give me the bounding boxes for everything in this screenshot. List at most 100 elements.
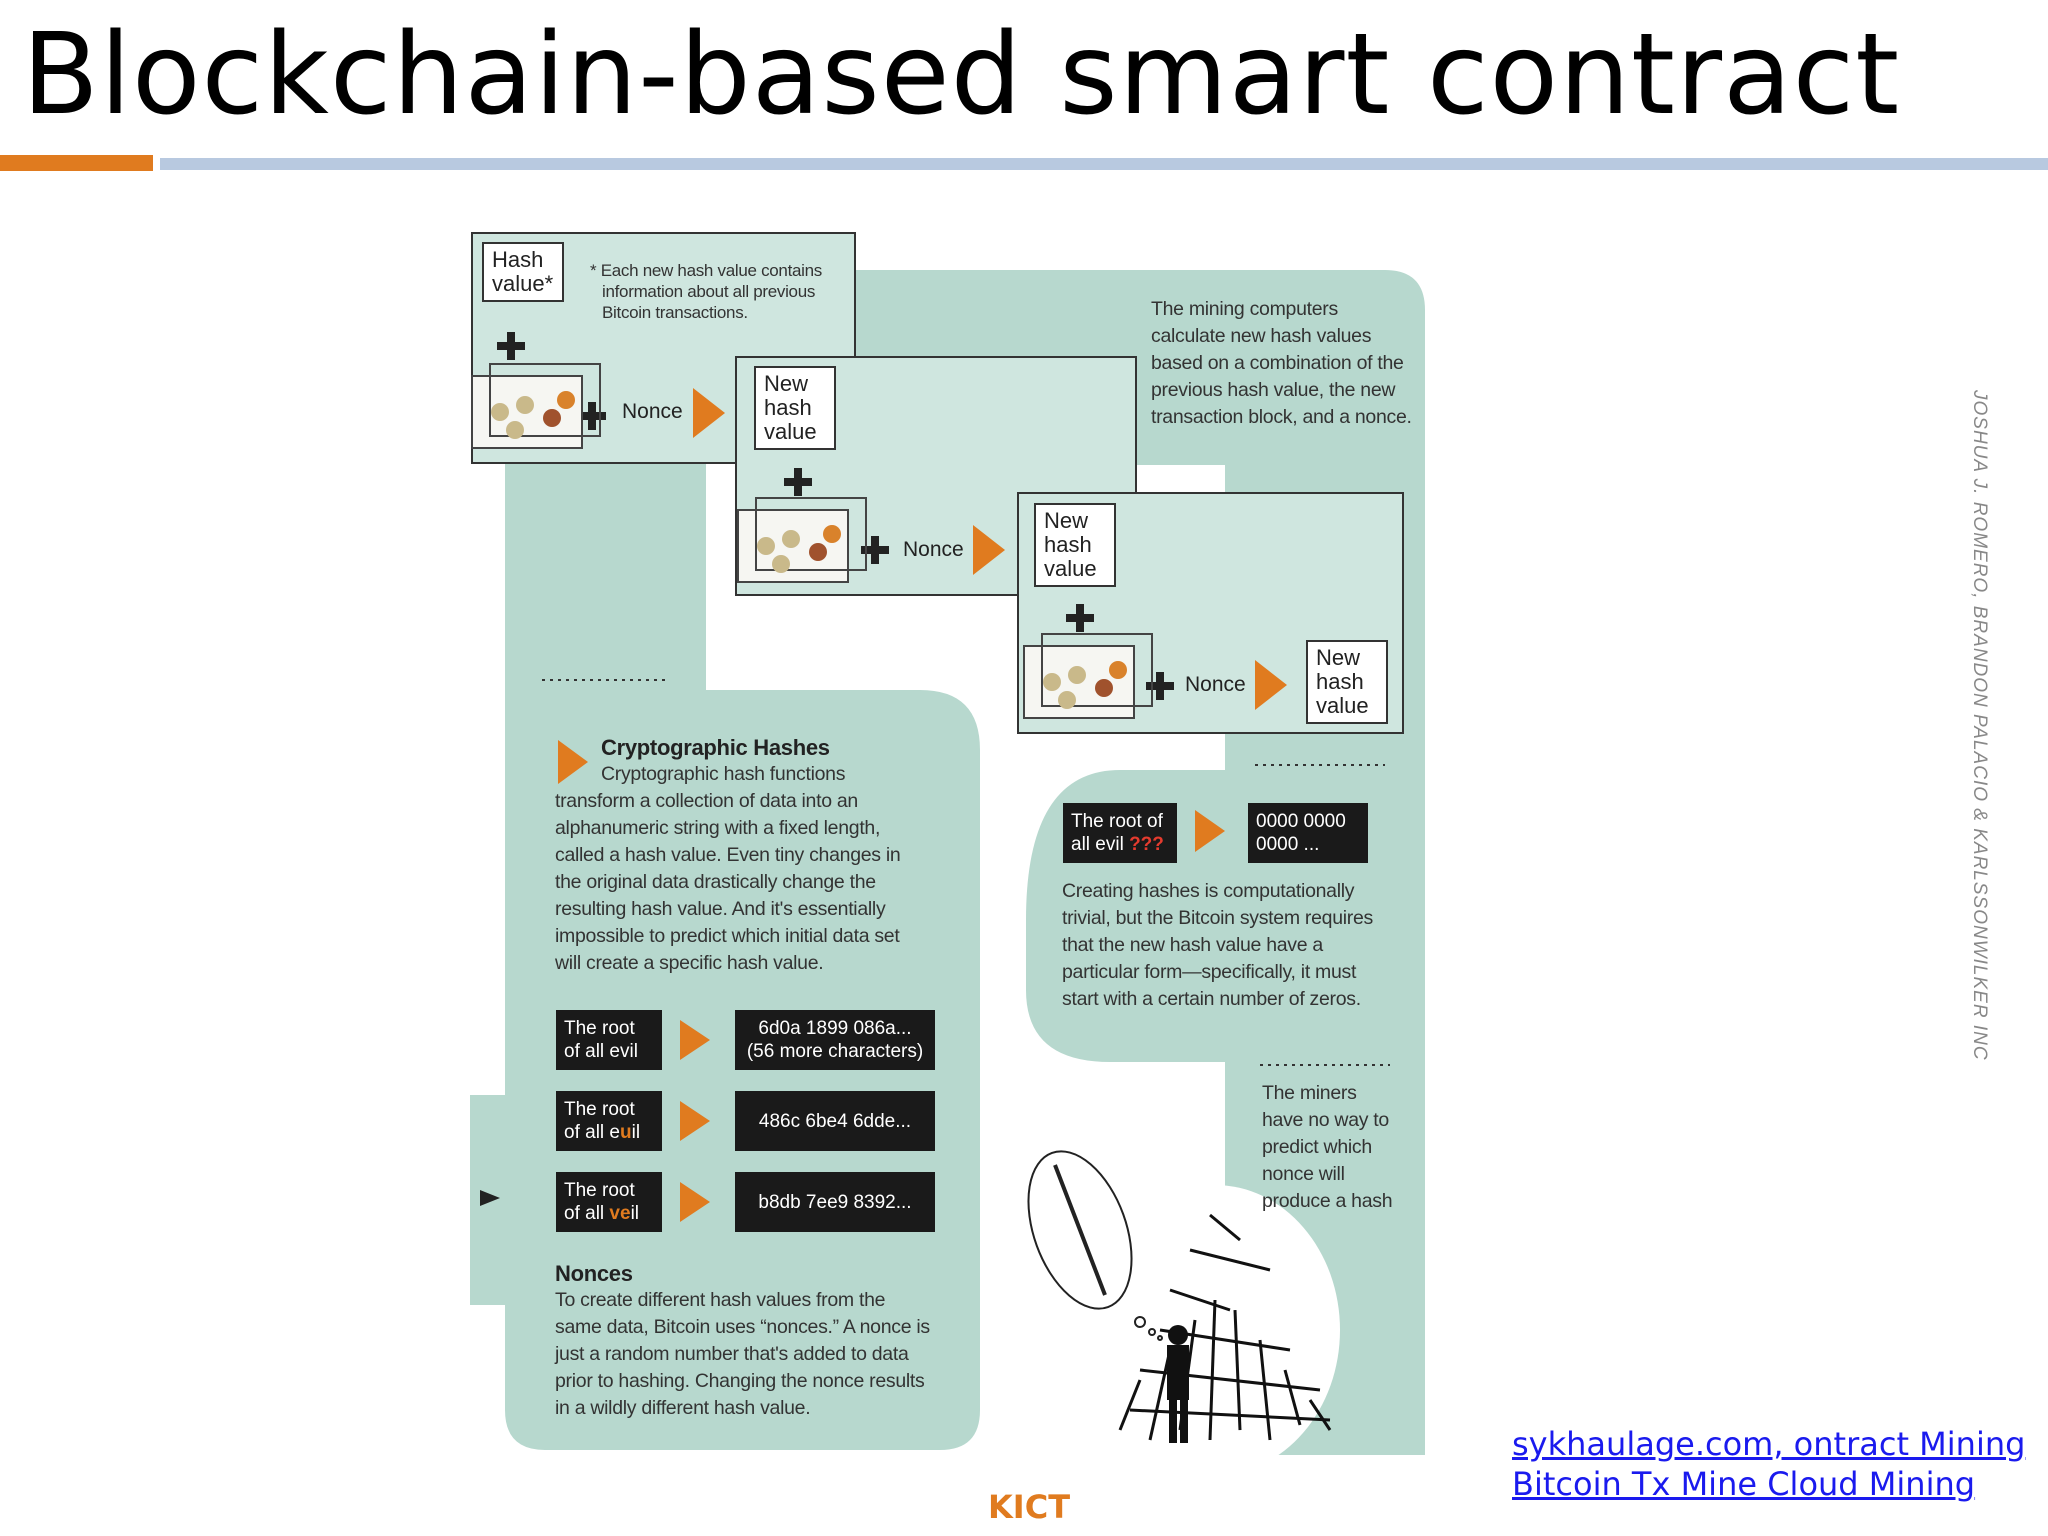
new-hash-line: hash [1316, 669, 1364, 694]
new-hash-line: New [1044, 508, 1089, 533]
hash-input-3: The root of all veil [556, 1172, 662, 1232]
teal-panel [505, 270, 1425, 1455]
nonce-label: Nonce [622, 400, 683, 423]
miners-text: The miners have no way to predict which … [1262, 1080, 1393, 1215]
input-line: The root of [1071, 811, 1163, 832]
arrow-icons [480, 388, 1287, 1222]
hash-value-box: Hash value* [482, 242, 564, 302]
footer-label: KICT [988, 1488, 1071, 1526]
input-text: evil [609, 1041, 638, 1062]
crypto-line: Cryptographic hash functions [601, 763, 846, 785]
hash-input-1: The root of all evil [556, 1010, 662, 1070]
mining-note: The mining computers calculate new hash … [1151, 296, 1412, 431]
crypto-line: the original data drastically change the [555, 871, 876, 893]
crypto-line: impossible to predict which initial data… [555, 925, 900, 947]
new-hash-value-box: New hash value [1306, 640, 1388, 724]
mining-note-line: transaction block, and a nonce. [1151, 406, 1412, 428]
zeros-line: start with a certain number of zeros. [1062, 988, 1361, 1010]
mining-note-line: previous hash value, the new [1151, 379, 1396, 401]
coin-stacks [491, 391, 1127, 709]
photo-credit: JOSHUA J. ROMERO, BRANDON PALACIO & KARL… [1969, 390, 1990, 1061]
infographic-background [470, 232, 1425, 1460]
crypto-line: called a hash value. Even tiny changes i… [555, 844, 901, 866]
input-text: of all [564, 1041, 610, 1062]
dotted-separators [542, 679, 1390, 1066]
hash-note-line: information about all previous [602, 282, 816, 301]
nonces-section: Nonces To create different hash values f… [555, 1260, 930, 1422]
input-line: The root [564, 1180, 635, 1201]
input-line: of all evil [564, 1040, 654, 1063]
mining-note-line: The mining computers [1151, 298, 1338, 320]
slide-title: Blockchain-based smart contract [22, 10, 1901, 140]
hash-output-1: 6d0a 1899 086a... (56 more characters) [735, 1010, 935, 1070]
nonces-line: prior to hashing. Changing the nonce res… [555, 1370, 925, 1392]
miners-line: produce a hash [1262, 1190, 1393, 1212]
output-line: (56 more characters) [746, 1041, 924, 1062]
crypto-line: will create a specific hash value. [555, 952, 824, 974]
output-line: 0000 0000 [1256, 811, 1346, 832]
hash-note-line: Bitcoin transactions. [602, 303, 748, 322]
bitcoin-mining-infographic: Hash value* * Each new hash value contai… [470, 230, 1430, 1460]
output-line: 0000 ... [1256, 834, 1320, 855]
zeros-input: The root of all evil ??? [1063, 803, 1177, 863]
hash-output-2: 486c 6be4 6dde... [735, 1091, 935, 1151]
mining-note-line: based on a combination of the [1151, 352, 1404, 374]
new-hash-value-box: New hash value [1034, 503, 1116, 587]
crypto-section: Cryptographic Hashes Cryptographic hash … [555, 734, 901, 977]
source-link[interactable]: Bitcoin Tx Mine Cloud Mining [1512, 1465, 1976, 1503]
input-line: of all veil [564, 1202, 654, 1225]
zeros-text: Creating hashes is computationally trivi… [1062, 878, 1373, 1013]
hash-output-3: b8db 7ee9 8392... [735, 1172, 935, 1232]
crypto-line: resulting hash value. And it's essential… [555, 898, 886, 920]
output-line: 6d0a 1899 086a... [758, 1018, 912, 1039]
crypto-line: alphanumeric string with a fixed length, [555, 817, 881, 839]
miners-line: The miners [1262, 1082, 1357, 1104]
nonce-label: Nonce [1185, 673, 1246, 696]
nonces-line: in a wildly different hash value. [555, 1397, 811, 1419]
crypto-line: transform a collection of data into an [555, 790, 858, 812]
highlight-text: ??? [1129, 834, 1164, 855]
crypto-title: Cryptographic Hashes [601, 735, 830, 760]
input-line: The root [564, 1018, 635, 1039]
transaction-cubes [471, 363, 1153, 719]
highlight-text: ve [609, 1203, 631, 1224]
new-hash-line: hash [1044, 532, 1092, 557]
hash-value-line: value* [492, 271, 554, 296]
new-hash-line: value [1044, 556, 1097, 581]
miners-line: have no way to [1262, 1109, 1389, 1131]
hash-input-2: The root of all euil [556, 1091, 662, 1151]
input-text: of all [564, 1203, 610, 1224]
hash-note: * Each new hash value contains informati… [590, 260, 822, 323]
new-hash-line: New [1316, 645, 1361, 670]
zeros-line: Creating hashes is computationally [1062, 880, 1355, 902]
input-line: all evil ??? [1071, 833, 1169, 856]
miners-line: predict which [1262, 1136, 1372, 1158]
source-link[interactable]: sykhaulage.com, ontract Mining [1512, 1425, 2026, 1463]
zeros-line: particular form—specifically, it must [1062, 961, 1357, 983]
miners-line: nonce will [1262, 1163, 1345, 1185]
zeros-line: trivial, but the Bitcoin system requires [1062, 907, 1373, 929]
thought-bubble-needle-icon [1027, 1150, 1163, 1341]
new-hash-line: value [1316, 693, 1369, 718]
miner-figure-icon [1167, 1325, 1189, 1443]
new-hash-line: hash [764, 395, 812, 420]
source-links[interactable]: sykhaulage.com, ontract Mining Bitcoin T… [1512, 1424, 2025, 1504]
zeros-output: 0000 0000 0000 ... [1248, 803, 1368, 863]
zeros-line: that the new hash value have a [1062, 934, 1323, 956]
hash-value-line: Hash [492, 247, 544, 272]
output-line: b8db 7ee9 8392... [758, 1191, 912, 1213]
nonces-line: To create different hash values from the [555, 1289, 886, 1311]
nonces-line: same data, Bitcoin uses “nonces.” A nonc… [555, 1316, 930, 1338]
input-line: The root [564, 1099, 635, 1120]
new-hash-value-box: New hash value [754, 366, 836, 450]
nonce-label: Nonce [903, 538, 964, 561]
nonces-title: Nonces [555, 1261, 633, 1286]
title-underline-blue [160, 158, 2048, 170]
input-line: of all euil [564, 1121, 654, 1144]
input-text: all evil [1071, 834, 1130, 855]
new-hash-line: value [764, 419, 817, 444]
plus-icons [497, 332, 1174, 700]
highlight-text: u [619, 1122, 632, 1143]
input-text: il [630, 1203, 640, 1224]
output-line: 486c 6be4 6dde... [758, 1110, 912, 1132]
